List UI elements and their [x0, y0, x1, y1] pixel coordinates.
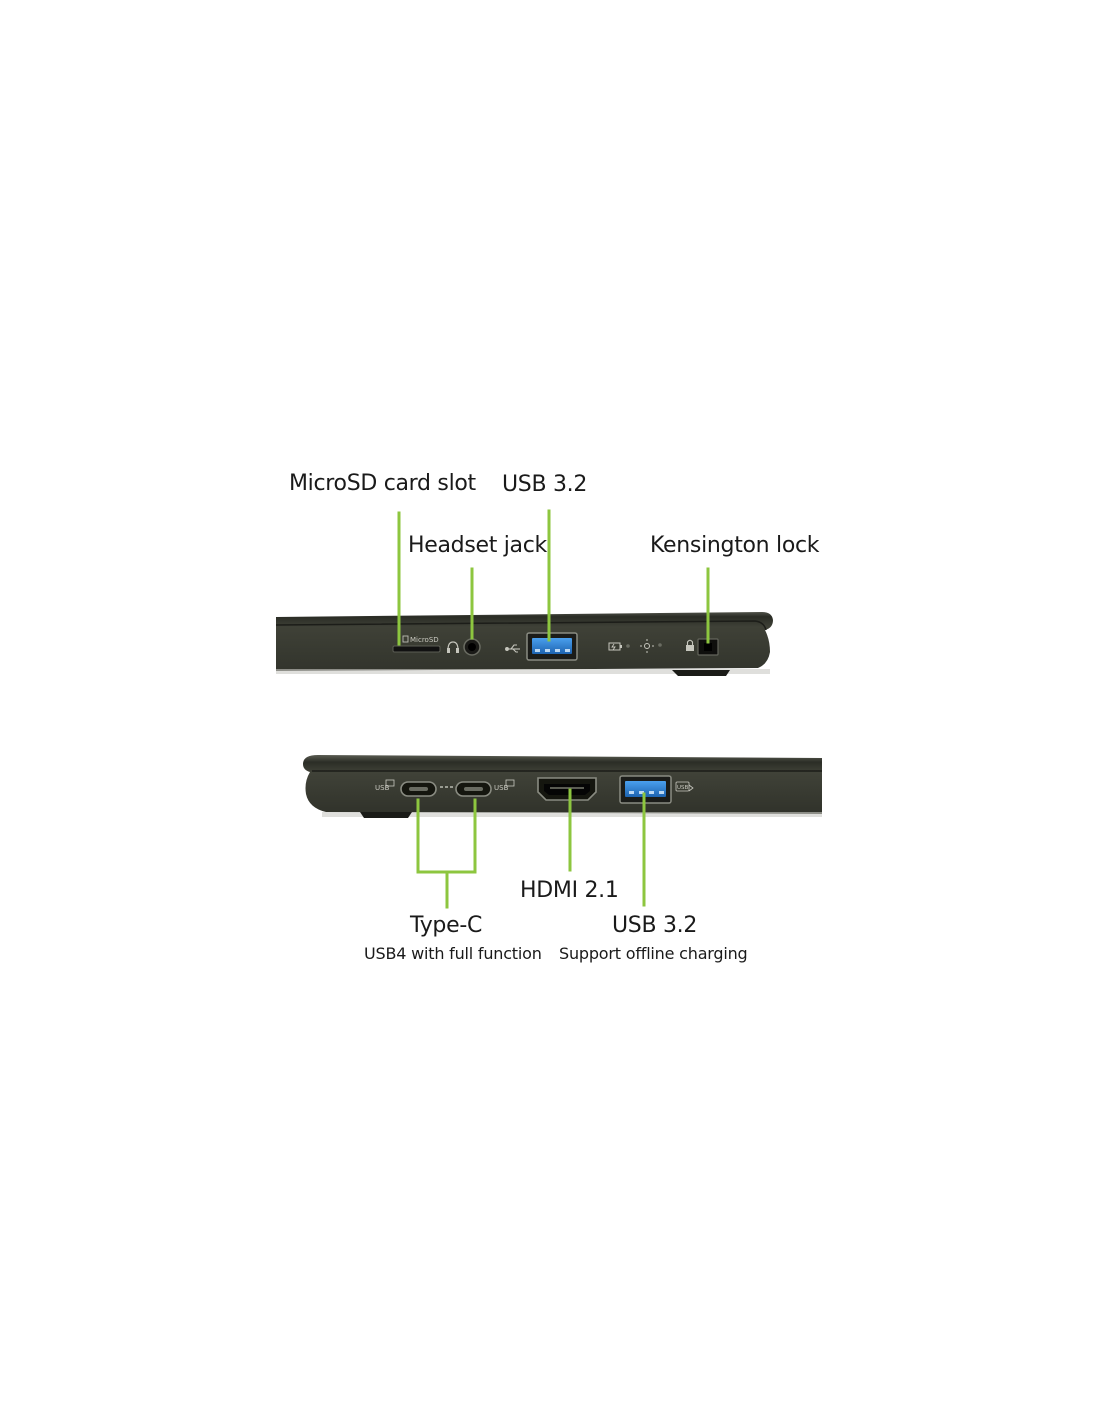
usb-mark-left: USB [375, 779, 395, 792]
battery-led [626, 644, 630, 648]
label-hdmi: HDMI 2.1 [520, 878, 619, 903]
label-usb-top: USB 3.2 [502, 472, 588, 497]
usb-mark-right: USB [494, 779, 515, 792]
label-typec-desc: USB4 with full function [364, 944, 542, 963]
usb-charge-mark: USB [675, 781, 694, 792]
usb-a-port-bottom [619, 775, 672, 804]
label-headset: Headset jack [408, 533, 547, 558]
lock-icon [686, 639, 694, 651]
laptop-left-side: USB USB US [303, 755, 822, 818]
microsd-mark: MicroSD [410, 636, 439, 644]
rubber-foot [360, 812, 412, 818]
usb4-mark-right: USB [494, 784, 509, 792]
power-delivery-mark [440, 786, 453, 788]
usb-symbol-icon [505, 644, 520, 653]
label-kensington: Kensington lock [650, 533, 820, 558]
callout-lines [397, 509, 710, 909]
usb-a-mark: USB [677, 785, 689, 791]
label-usb-bottom-desc: Support offline charging [559, 944, 748, 963]
power-light-icon [640, 639, 654, 653]
usb4-mark-left: USB [375, 784, 390, 792]
usb-a-port-top [526, 632, 578, 661]
battery-charge-icon [608, 642, 622, 651]
rubber-foot [672, 670, 730, 676]
sd-card-icon [402, 635, 409, 643]
microsd-slot: MicroSD [392, 635, 441, 653]
label-microsd: MicroSD card slot [289, 471, 476, 496]
label-typec: Type-C [410, 913, 483, 938]
label-usb-bottom: USB 3.2 [612, 913, 698, 938]
laptop-right-side: MicroSD [275, 612, 773, 676]
headset-icon [447, 641, 459, 653]
power-led [658, 643, 662, 647]
